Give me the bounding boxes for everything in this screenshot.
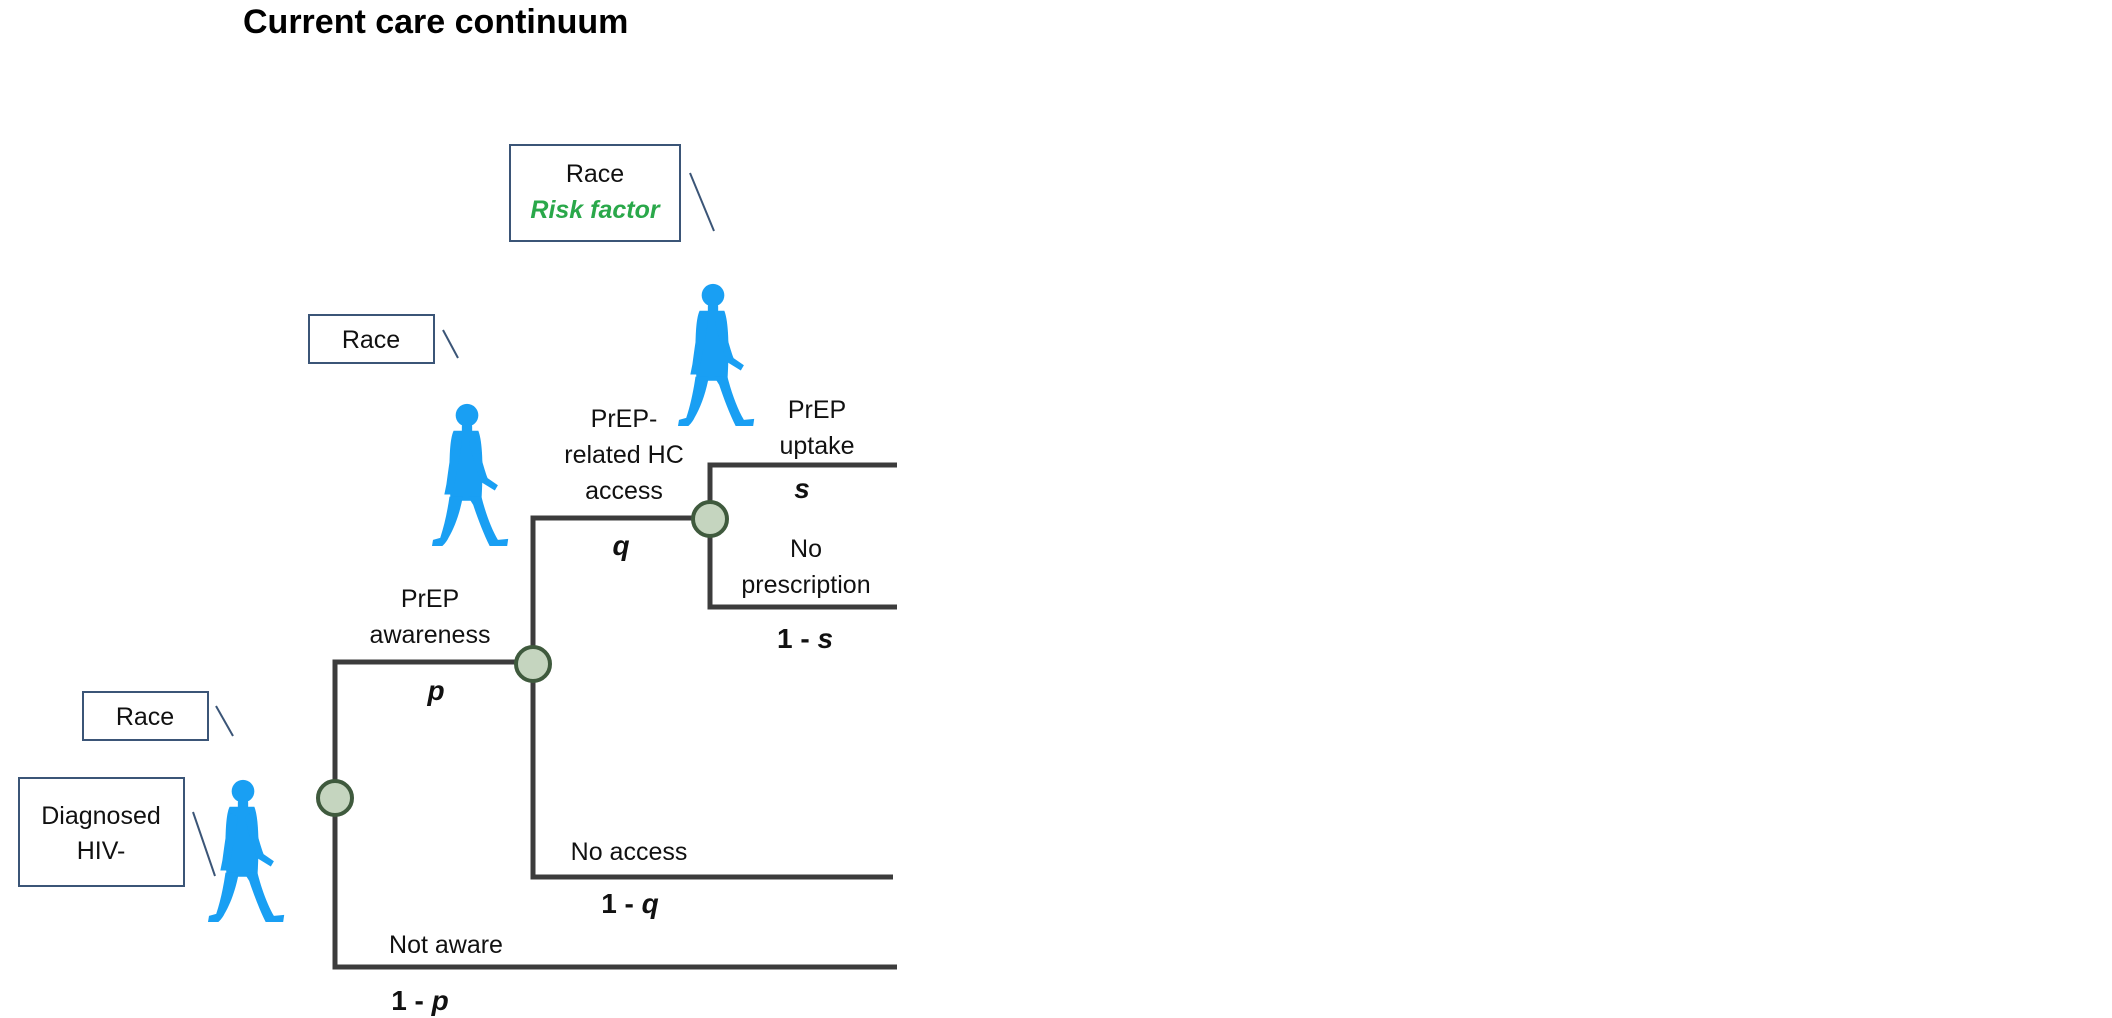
access-label-line2: related HC bbox=[564, 441, 684, 469]
race-box-1 bbox=[82, 691, 209, 741]
no-access-label: No access bbox=[571, 838, 688, 866]
no-prescription-label-line2: prescription bbox=[741, 571, 870, 599]
walking-person-icon bbox=[431, 403, 509, 547]
awareness-branch-lines bbox=[332, 659, 897, 970]
walking-person-icon bbox=[207, 779, 285, 923]
no-prescription-label-line1: No bbox=[790, 535, 822, 563]
prob-one-minus-q: 1 - q bbox=[601, 888, 659, 919]
diagnosed-label-line1: Diagnosed bbox=[41, 802, 161, 830]
race-label-1: Race bbox=[116, 703, 174, 731]
uptake-label-line1: PrEP bbox=[788, 396, 846, 424]
prob-one-minus-s: 1 - s bbox=[777, 623, 833, 654]
prob-one-minus-s-var: s bbox=[817, 623, 833, 654]
race-callout-pointer-3 bbox=[689, 172, 715, 232]
decision-node-awareness bbox=[316, 779, 354, 817]
prob-one-minus-p: 1 - p bbox=[391, 985, 449, 1016]
decision-node-uptake bbox=[691, 500, 729, 538]
prob-one-minus-q-prefix: 1 - bbox=[601, 888, 641, 919]
risk-factor-label: Risk factor bbox=[530, 196, 660, 224]
diagnosed-callout-pointer bbox=[192, 811, 216, 877]
race-label-3: Race bbox=[566, 160, 624, 188]
race-label-2: Race bbox=[342, 326, 400, 354]
race-callout-pointer-2 bbox=[442, 329, 459, 359]
diagram-title: Current care continuum bbox=[243, 3, 628, 41]
race-box-2 bbox=[308, 314, 435, 364]
diagnosed-hiv-negative-box bbox=[18, 777, 185, 887]
race-callout-pointer-1 bbox=[215, 705, 234, 737]
race-risk-factor-box bbox=[509, 144, 681, 242]
prob-p: p bbox=[426, 675, 444, 706]
diagnosed-label-line2: HIV- bbox=[77, 837, 126, 865]
not-aware-label: Not aware bbox=[389, 931, 503, 959]
awareness-label-line1: PrEP bbox=[401, 585, 459, 613]
prob-one-minus-q-var: q bbox=[642, 888, 659, 919]
prob-one-minus-p-prefix: 1 - bbox=[391, 985, 431, 1016]
walking-person-icon bbox=[677, 283, 755, 427]
awareness-label-line2: awareness bbox=[370, 621, 491, 649]
access-label-line1: PrEP- bbox=[591, 405, 658, 433]
access-label-line3: access bbox=[585, 477, 663, 505]
prob-one-minus-s-prefix: 1 - bbox=[777, 623, 817, 654]
access-branch-lines bbox=[530, 515, 893, 880]
prob-one-minus-p-var: p bbox=[431, 985, 449, 1016]
decision-node-access bbox=[514, 645, 552, 683]
uptake-label-line2: uptake bbox=[779, 432, 854, 460]
prob-s: s bbox=[794, 473, 810, 504]
prob-q: q bbox=[612, 530, 629, 561]
